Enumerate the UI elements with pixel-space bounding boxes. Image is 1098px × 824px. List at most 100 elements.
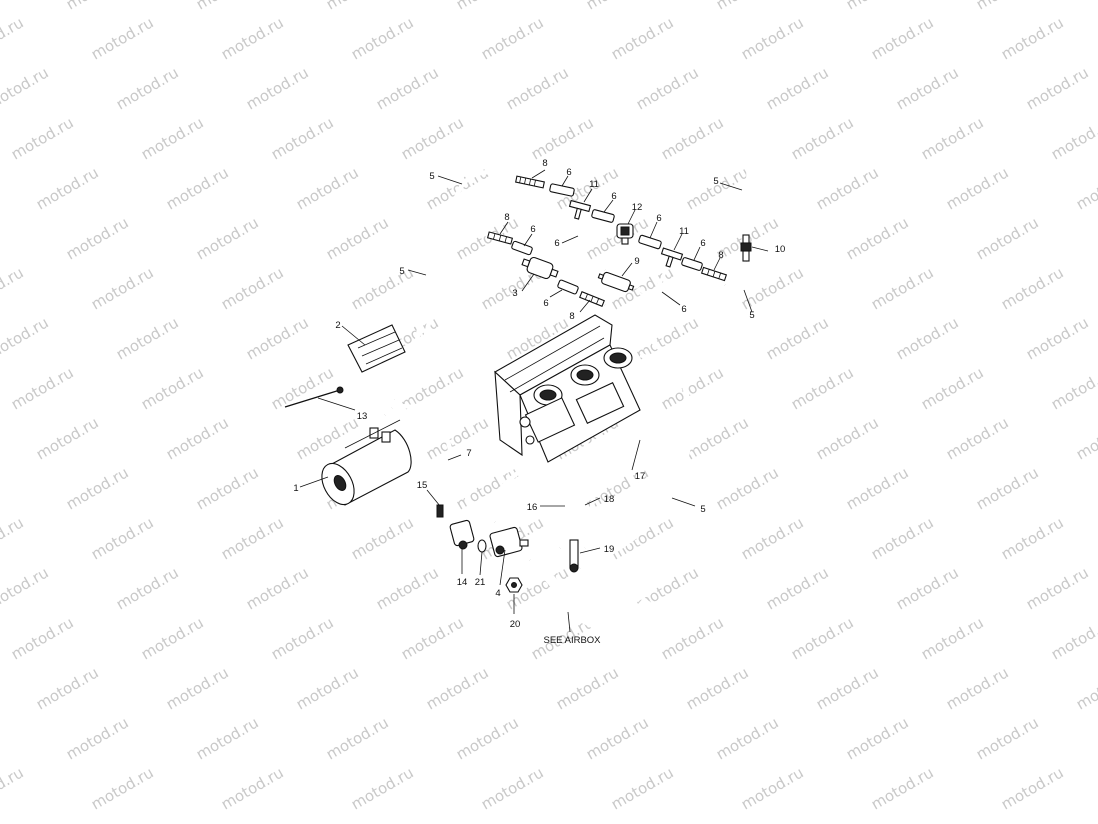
oring-21 <box>477 539 487 553</box>
watermark-text: motod.ru <box>348 263 417 313</box>
watermark-text: motod.ru <box>943 163 1012 213</box>
hose-6-lower <box>557 279 579 295</box>
watermark-text: motod.ru <box>973 0 1042 13</box>
watermark-text: motod.ru <box>583 0 652 13</box>
callout-4: 4 <box>495 588 500 599</box>
watermark-text: motod.ru <box>658 113 727 163</box>
strap-13 <box>284 386 344 408</box>
watermark-text: motod.ru <box>893 313 962 363</box>
watermark-text: motod.ru <box>868 13 937 63</box>
hose-6-top-d <box>681 257 703 271</box>
watermark-text: motod.ru <box>0 213 2 263</box>
callout-8-a: 8 <box>542 158 547 169</box>
watermark-text: motod.ru <box>323 0 392 13</box>
callout-6-b: 6 <box>530 224 535 235</box>
callout-3: 3 <box>512 288 517 299</box>
watermark-text: motod.ru <box>973 213 1042 263</box>
watermark-text: motod.ru <box>423 663 492 713</box>
bracket-19 <box>569 539 579 573</box>
screw-15 <box>436 504 444 518</box>
nut-20 <box>505 577 523 593</box>
callout-21: 21 <box>475 577 486 588</box>
hose-group <box>383 169 750 631</box>
watermark-text: motod.ru <box>1023 313 1092 363</box>
leader-lines <box>299 169 769 633</box>
watermark-text: motod.ru <box>608 763 677 813</box>
watermark-text: motod.ru <box>788 113 857 163</box>
watermark-text: motod.ru <box>1048 113 1098 163</box>
callouts: 1 2 3 4 5 5 5 5 5 6 6 6 6 6 6 6 6 7 8 8 … <box>293 158 785 646</box>
callout-5-topright: 5 <box>713 176 718 187</box>
watermark-text: motod.ru <box>193 713 262 763</box>
watermark-text: motod.ru <box>243 63 312 113</box>
watermark-text: motod.ru <box>8 613 77 663</box>
callout-9: 9 <box>634 256 639 267</box>
watermark-text: motod.ru <box>918 113 987 163</box>
watermark-text: motod.ru <box>1048 613 1098 663</box>
watermark-text: motod.ru <box>998 513 1067 563</box>
watermark-text: motod.ru <box>0 13 27 63</box>
watermark-text: motod.ru <box>113 63 182 113</box>
watermark-text: motod.ru <box>763 63 832 113</box>
watermark-text: motod.ru <box>453 0 522 13</box>
valve-3 <box>521 256 559 280</box>
watermark-text: motod.ru <box>1048 363 1098 413</box>
watermark-text: motod.ru <box>63 463 132 513</box>
callout-10: 10 <box>775 244 786 255</box>
watermark-text: motod.ru <box>373 63 442 113</box>
callout-5-left: 5 <box>399 266 404 277</box>
watermark-text: motod.ru <box>113 313 182 363</box>
watermark-text: motod.ru <box>868 263 937 313</box>
watermark-text: motod.ru <box>713 0 782 13</box>
watermark-text: motod.ru <box>423 413 492 463</box>
watermark-text: motod.ru <box>323 713 392 763</box>
tee-11-right <box>660 247 684 268</box>
watermark-text: motod.ru <box>138 113 207 163</box>
callout-5-right: 5 <box>749 310 754 321</box>
watermark-text: motod.ru <box>813 163 882 213</box>
watermark-text: motod.ru <box>33 413 102 463</box>
watermark-text: motod.ru <box>998 13 1067 63</box>
watermark-text: motod.ru <box>243 563 312 613</box>
watermark-text: motod.ru <box>218 13 287 63</box>
watermark-text: motod.ru <box>88 513 157 563</box>
watermark-text: motod.ru <box>943 663 1012 713</box>
watermark-text: motod.ru <box>763 563 832 613</box>
watermark-text: motod.ru <box>843 463 912 513</box>
watermark-text: motod.ru <box>398 613 467 663</box>
fitting-8-mid <box>486 231 514 245</box>
watermark-text: motod.ru <box>918 363 987 413</box>
watermark-text: motod.ru <box>293 163 362 213</box>
watermark-text: motod.ru <box>1023 563 1092 613</box>
watermark-text: motod.ru <box>1073 163 1098 213</box>
callout-14: 14 <box>457 577 468 588</box>
watermark-text: motod.ru <box>973 463 1042 513</box>
throttle-body-assembly <box>494 314 641 463</box>
watermark-text: motod.ru <box>738 513 807 563</box>
canister-1 <box>321 419 412 506</box>
watermark-text: motod.ru <box>738 13 807 63</box>
callout-11-b: 11 <box>679 226 689 237</box>
watermark-text: motod.ru <box>763 313 832 363</box>
callout-15: 15 <box>417 480 428 491</box>
watermark-text: motod.ru <box>1073 663 1098 713</box>
hose-6-mid <box>511 240 533 256</box>
watermark-text: motod.ru <box>33 663 102 713</box>
watermark-text: motod.ru <box>163 163 232 213</box>
callout-6-f: 6 <box>656 213 661 224</box>
watermark-text: motod.ru <box>348 13 417 63</box>
watermark-text: motod.ru <box>478 763 547 813</box>
watermark-text: motod.ru <box>843 0 912 13</box>
watermark-text: motod.ru <box>868 763 937 813</box>
watermark-text: motod.ru <box>633 63 702 113</box>
fitting-10 <box>740 234 752 262</box>
watermark-text: motod.ru <box>843 213 912 263</box>
watermark-text: motod.ru <box>0 263 27 313</box>
watermark-text: motod.ru <box>868 513 937 563</box>
watermark-text: motod.ru <box>218 763 287 813</box>
filter-9 <box>597 271 635 293</box>
callout-7: 7 <box>466 448 471 459</box>
watermark-text: motod.ru <box>193 213 262 263</box>
watermark-text: motod.ru <box>683 163 752 213</box>
